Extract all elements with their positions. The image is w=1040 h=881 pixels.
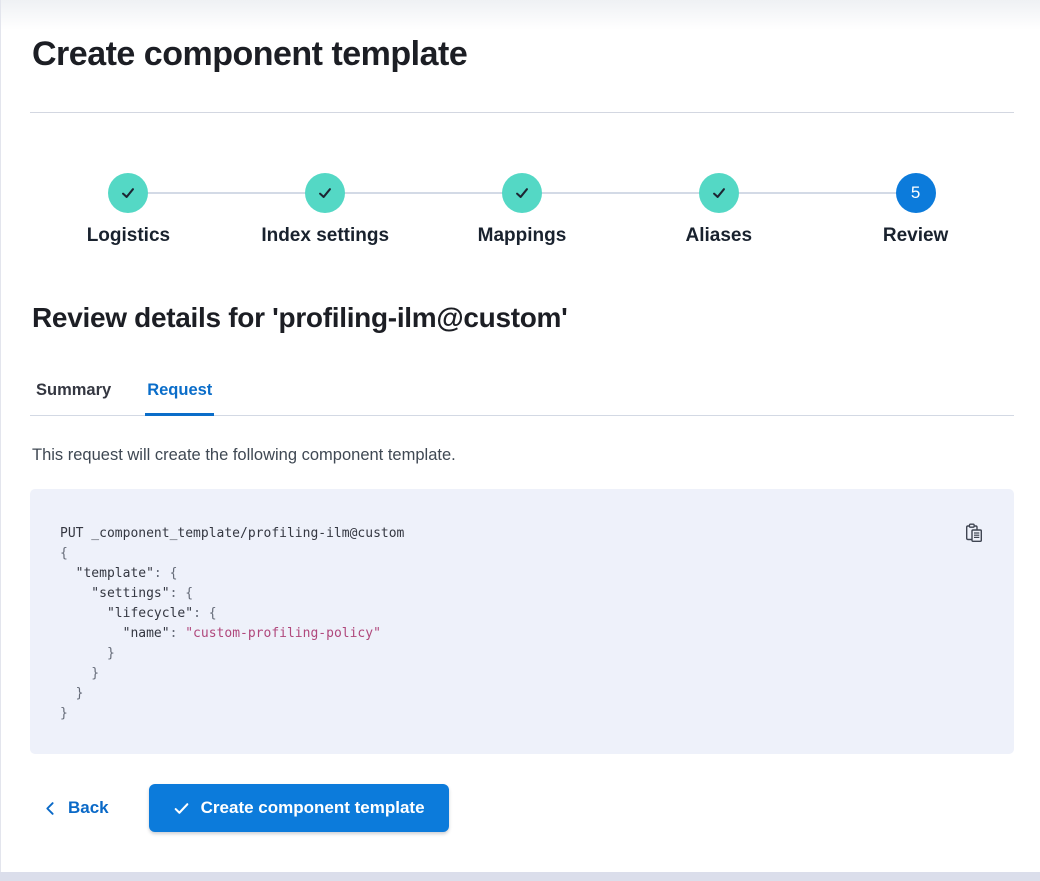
step-number: 5 [910,183,921,202]
check-icon [174,802,188,814]
check-icon [319,188,332,198]
step-label: Aliases [685,225,753,246]
step-mappings[interactable]: Mappings [424,173,621,247]
step-current-circle: 5 [895,173,936,213]
page-title: Create component template [32,35,468,73]
chevron-left-icon [46,801,54,815]
tab-bar: Summary Request [30,381,1014,416]
copy-clipboard-icon [966,523,983,543]
tab-summary[interactable]: Summary [34,381,113,416]
bottom-edge [0,872,1040,881]
request-description: This request will create the following c… [32,446,456,464]
left-edge-decoration [0,0,1,881]
footer-actions: Back Create component template [42,784,1014,832]
create-component-template-button[interactable]: Create component template [148,784,449,832]
check-icon [122,188,135,198]
title-divider [30,112,1014,113]
step-complete-circle [108,173,149,213]
copy-button[interactable] [962,521,986,545]
step-complete-circle [501,173,542,213]
back-button-label: Back [68,798,109,817]
create-button-label: Create component template [200,798,425,817]
step-label: Index settings [261,225,390,246]
step-complete-circle [305,173,346,213]
step-index-settings[interactable]: Index settings [227,173,424,247]
step-aliases[interactable]: Aliases [620,173,817,247]
tab-request[interactable]: Request [145,381,215,416]
step-label: Review [882,225,949,246]
step-label: Mappings [477,225,567,246]
step-logistics[interactable]: Logistics [30,173,227,247]
check-icon [516,188,528,198]
code-content: PUT _component_template/profiling-ilm@cu… [60,526,405,721]
request-code-block: PUT _component_template/profiling-ilm@cu… [30,489,1014,754]
check-icon [712,188,725,198]
back-button[interactable]: Back [42,798,109,818]
step-complete-circle [698,173,739,213]
step-label: Logistics [86,225,171,246]
review-heading: Review details for 'profiling-ilm@custom… [32,302,568,333]
